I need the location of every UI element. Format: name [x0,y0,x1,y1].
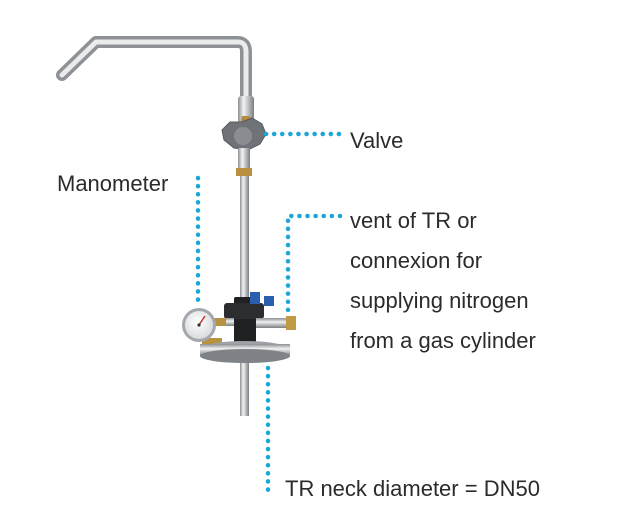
vent-label-line-1: vent of TR or [350,208,477,233]
neck-clamp [200,341,290,363]
valve-body [221,96,267,176]
vent-leader [285,213,343,317]
vent-label-line-4: from a gas cylinder [350,328,536,353]
vent-label-line-2: connexion for [350,248,483,273]
manometer-label: Manometer [57,171,169,196]
delivery-tube [56,36,252,104]
vent-label-line-3: supplying nitrogen [350,288,529,313]
manometer-gauge [182,308,226,342]
neck-diameter-label: TR neck diameter = DN50 [285,476,540,501]
adapter-block [202,292,296,348]
leader-lines [195,131,343,493]
dip-tube [240,176,249,416]
vent-label: vent of TR or connexion for supplying ni… [350,210,536,370]
valve-label: Valve [350,128,404,153]
